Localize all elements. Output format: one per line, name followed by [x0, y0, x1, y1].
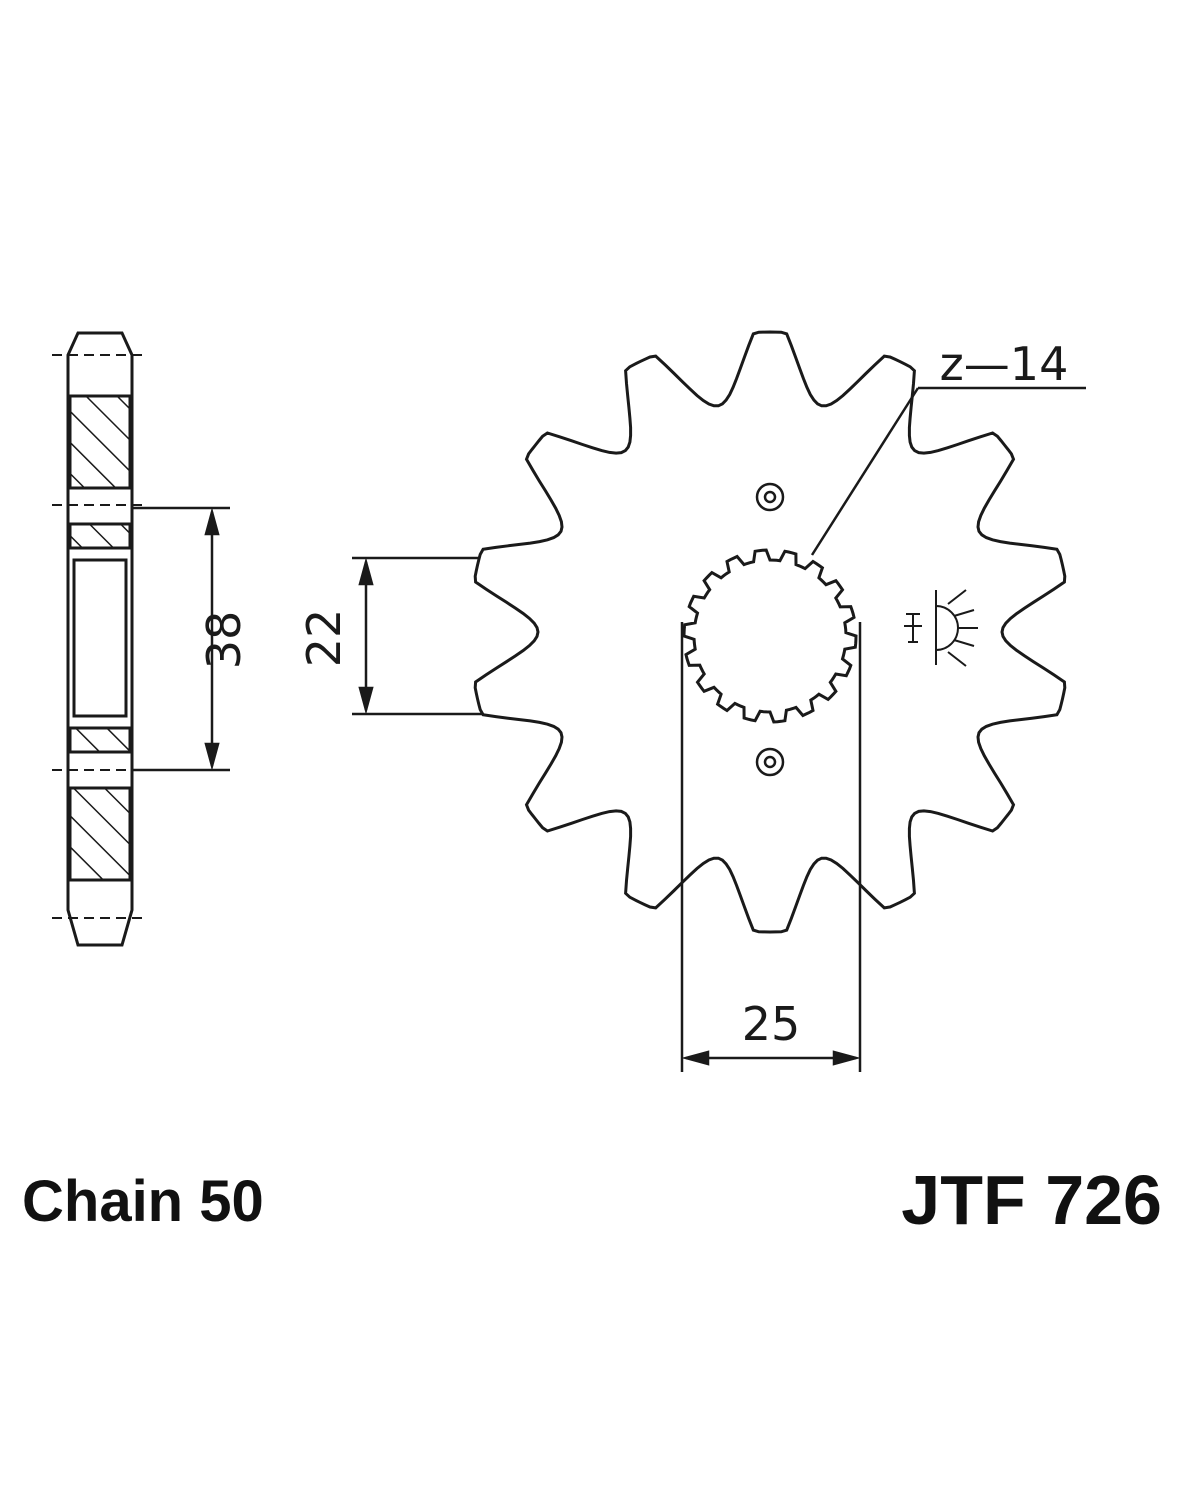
teeth-leader	[810, 386, 1086, 556]
teeth-count-label: z—14	[940, 337, 1069, 391]
chain-size-caption: Chain 50	[22, 1169, 264, 1234]
dimension-25	[680, 622, 862, 1072]
part-number-caption: JTF 726	[901, 1161, 1162, 1239]
side-section-view	[52, 331, 148, 947]
bolt-hole-icon	[755, 482, 785, 512]
dim-hub-diameter: 38	[197, 611, 251, 670]
dim-keyway: 25	[742, 997, 801, 1051]
spline-bore	[682, 548, 858, 724]
dimension-38	[132, 506, 230, 772]
surface-finish-icon	[904, 589, 978, 667]
dim-bore-width: 22	[297, 609, 351, 668]
bolt-hole-icon	[755, 747, 785, 777]
